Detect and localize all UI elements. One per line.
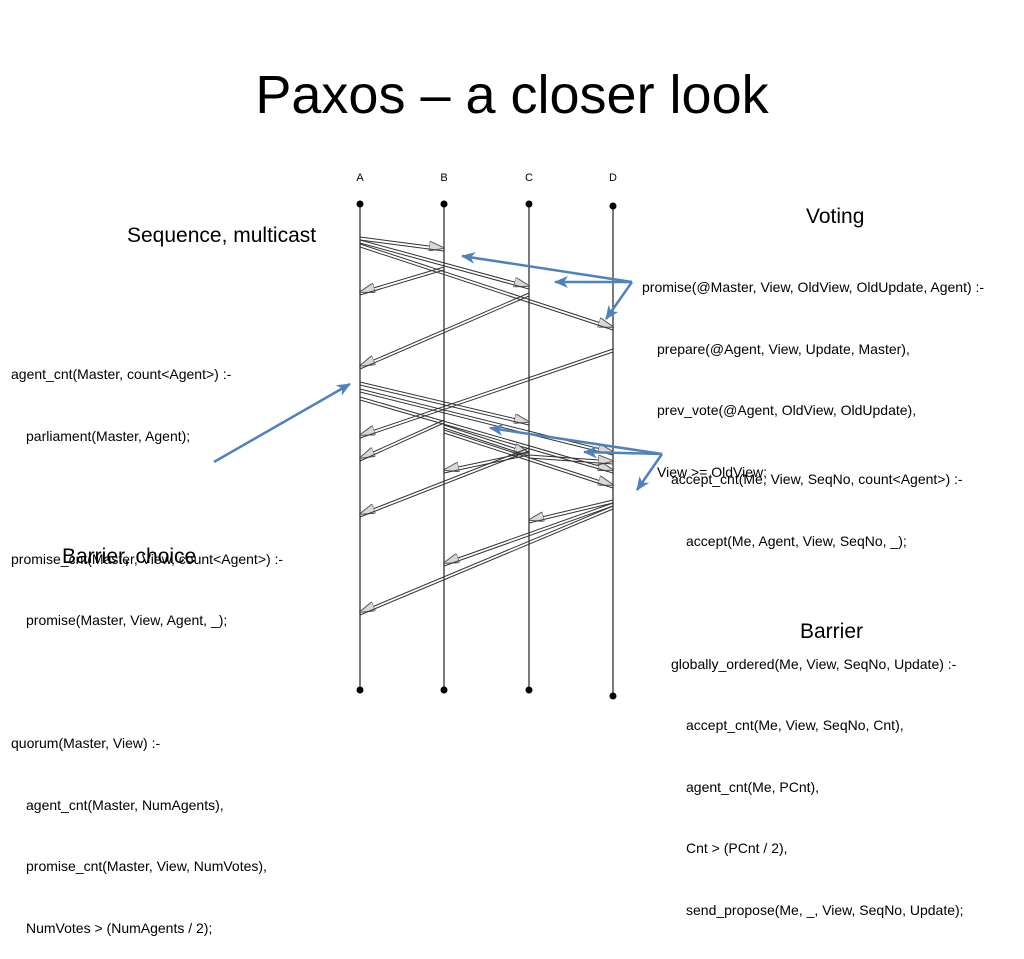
rule-body-line: accept_cnt(Me, View, SeqNo, Cnt), — [686, 717, 904, 733]
message-arrow — [443, 505, 614, 567]
message-arrow — [528, 457, 614, 465]
rule-head: promise_cnt(Master, View, count<Agent>) … — [11, 550, 284, 567]
message-arrow — [528, 454, 613, 461]
slide-title: Paxos – a closer look — [255, 65, 769, 125]
message-arrow — [359, 243, 613, 327]
rule-head: agent_cnt(Master, count<Agent>) :- — [11, 366, 232, 382]
sequence-diagram: A B C D — [213, 172, 664, 700]
message-arrow — [359, 381, 529, 422]
message-arrow — [359, 396, 613, 470]
message-arrow — [359, 236, 444, 248]
rule-body-line: NumVotes > (NumAgents / 2); — [26, 919, 213, 936]
lane-label-d: D — [609, 172, 617, 184]
message-arrow — [360, 447, 530, 514]
message-arrow — [359, 295, 530, 370]
pointer-arrow — [604, 281, 634, 320]
rule-body-line: agent_cnt(Master, NumAgents), — [26, 796, 224, 813]
messages — [359, 236, 614, 616]
rule-head: quorum(Master, View) :- — [11, 735, 161, 751]
lane-label-a: A — [356, 172, 364, 184]
barrier-label: Barrier — [800, 620, 864, 643]
rule-body-line: Cnt > (PCnt / 2), — [686, 840, 788, 856]
message-arrow — [529, 499, 614, 520]
rule-body-line: prepare(@Agent, View, Update, Master), — [657, 340, 910, 357]
voting-label: Voting — [806, 205, 865, 228]
message-arrow — [359, 508, 614, 616]
message-arrow — [443, 429, 613, 485]
message-arrow — [359, 239, 445, 252]
message-arrow — [359, 450, 530, 518]
rule-body-line: accept(Me, Agent, View, SeqNo, _); — [686, 532, 907, 549]
message-arrow — [359, 239, 529, 286]
message-arrow — [359, 388, 613, 452]
message-arrow — [360, 266, 445, 292]
message-arrow — [359, 269, 445, 296]
rule-body-line: agent_cnt(Me, PCnt), — [686, 778, 820, 795]
message-arrow — [359, 351, 614, 439]
barrier-choice-label: Barrier, choice — [62, 545, 197, 568]
pointer-arrow — [461, 252, 633, 284]
message-arrow — [359, 422, 445, 462]
message-arrow — [359, 242, 530, 290]
message-arrow — [528, 502, 614, 524]
pointer-arrows — [213, 252, 664, 491]
message-arrow — [444, 451, 530, 470]
message-arrow — [444, 502, 614, 563]
left-rules: agent_cnt(Master, count<Agent>) :- parli… — [11, 323, 283, 959]
rule-body-line: parliament(Master, Agent); — [26, 427, 191, 444]
rule-head: globally_ordered(Me, View, SeqNo, Update… — [671, 655, 957, 672]
message-arrow — [443, 424, 529, 453]
pointer-arrow — [213, 382, 351, 464]
message-arrow — [360, 505, 614, 612]
rule-head: promise(@Master, View, OldView, OldUpdat… — [642, 279, 985, 295]
sequence-multicast-label: Sequence, multicast — [127, 224, 317, 247]
message-arrow — [443, 432, 614, 489]
rule-body-line: View >= OldView; — [657, 463, 767, 480]
message-arrow — [359, 399, 614, 474]
right-rules: accept_cnt(Me, View, SeqNo, count<Agent>… — [671, 428, 964, 941]
pointer-arrow — [635, 453, 664, 491]
rule-body-line: promise(Master, View, Agent, _); — [26, 612, 228, 628]
message-arrow — [359, 246, 614, 331]
message-arrow — [443, 454, 530, 474]
rule-head: accept_cnt(Me, View, SeqNo, count<Agent>… — [671, 471, 963, 487]
message-arrow — [359, 391, 614, 456]
message-arrow — [360, 419, 445, 458]
message-arrow — [360, 348, 614, 435]
pointer-arrow — [583, 446, 663, 459]
message-arrow — [360, 292, 530, 366]
rule-body-line: send_propose(Me, _, View, SeqNo, Update)… — [686, 901, 964, 918]
pointer-arrow — [489, 424, 663, 456]
message-arrow — [359, 384, 530, 426]
rule-body-line: promise_cnt(Master, View, NumVotes), — [26, 858, 267, 874]
lane-label-b: B — [440, 172, 447, 184]
lifeline-endpoints — [356, 200, 617, 700]
rule-body-line: prev_vote(@Agent, OldView, OldUpdate), — [657, 402, 917, 418]
lane-label-c: C — [525, 172, 533, 184]
message-arrow — [443, 427, 530, 457]
voting-rule: promise(@Master, View, OldView, OldUpdat… — [642, 236, 984, 503]
